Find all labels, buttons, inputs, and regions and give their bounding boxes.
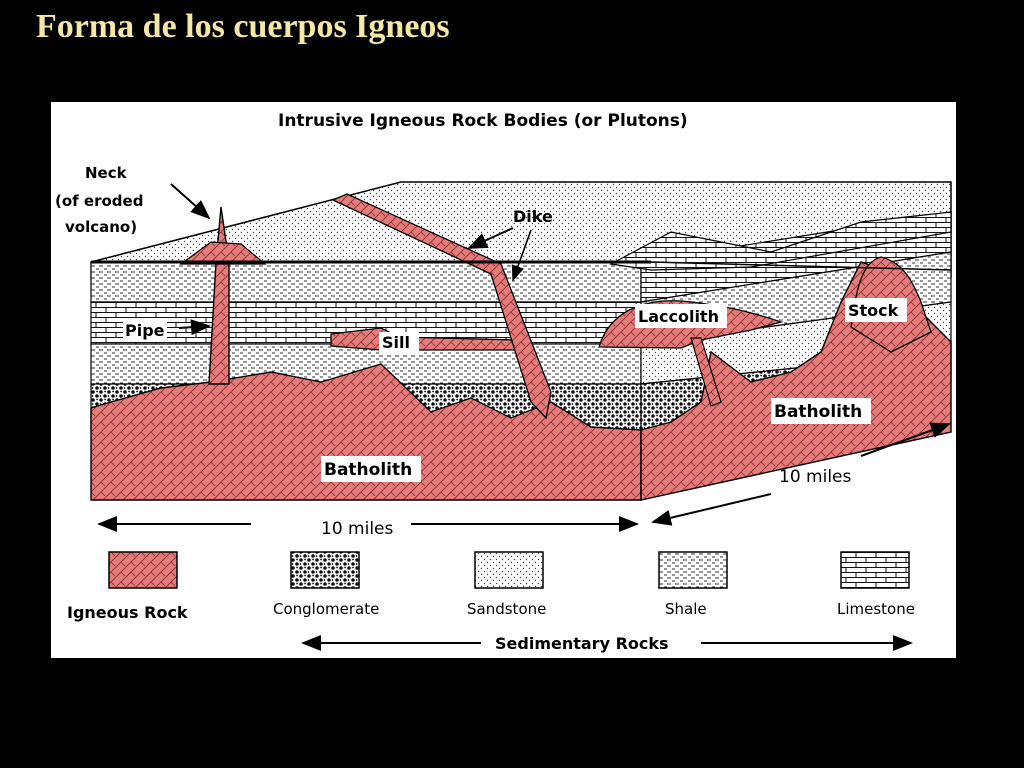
dike-arrow (467, 227, 514, 249)
legend-swatch-sandstone (474, 551, 544, 589)
pipe-label-bg (123, 318, 167, 342)
dike-label: Dike (513, 207, 553, 226)
legend-label-igneous: Igneous Rock (67, 603, 188, 622)
svg-text:volcano): volcano) (65, 218, 137, 236)
block-diagram (90, 181, 952, 501)
legend-label-sandstone: Sandstone (467, 600, 546, 618)
laccolith-label-bg (635, 304, 727, 328)
slide-title: Forma de los cuerpos Igneos (36, 8, 450, 45)
sill-label: Sill (382, 333, 410, 352)
legend-swatch-conglomerate (290, 551, 360, 589)
sill-label-bg (379, 332, 419, 354)
scale-bar-front: 10 miles (97, 516, 639, 539)
stock-label-bg (845, 298, 907, 322)
batholith-front-label: Batholith (324, 460, 412, 480)
neck-arrow (170, 183, 211, 220)
legend-swatch-shale (658, 551, 728, 589)
legend-swatch-igneous (108, 551, 178, 589)
neck-label: Neck (of eroded volcano) (55, 164, 143, 236)
svg-text:Neck: Neck (85, 164, 128, 182)
pipe-label: Pipe (125, 321, 165, 340)
legend-label-shale: Shale (665, 600, 707, 618)
legend: Igneous Rock Conglomerate Sandstone Shal… (67, 551, 915, 653)
batholith-side-label-bg (771, 398, 871, 424)
scale-front-label: 10 miles (321, 519, 394, 539)
scale-bar-side: 10 miles (651, 422, 951, 526)
scale-side-label: 10 miles (779, 467, 852, 487)
batholith-front-label-bg (321, 456, 421, 482)
diagram-title: Intrusive Igneous Rock Bodies (or Pluton… (278, 111, 688, 131)
svg-text:(of eroded: (of eroded (55, 192, 143, 210)
plutons-diagram: Intrusive Igneous Rock Bodies (or Pluton… (51, 102, 956, 658)
batholith-side-label: Batholith (774, 402, 862, 422)
legend-label-conglomerate: Conglomerate (273, 600, 379, 618)
laccolith-label: Laccolith (638, 307, 719, 326)
stock-label: Stock (848, 301, 899, 320)
dike-pointer (511, 229, 532, 282)
legend-group-label: Sedimentary Rocks (495, 634, 669, 653)
sedimentary-rocks-bracket: Sedimentary Rocks (301, 634, 913, 653)
pipe-arrow (178, 319, 211, 336)
legend-swatch-limestone (840, 551, 910, 589)
legend-label-limestone: Limestone (837, 600, 915, 618)
